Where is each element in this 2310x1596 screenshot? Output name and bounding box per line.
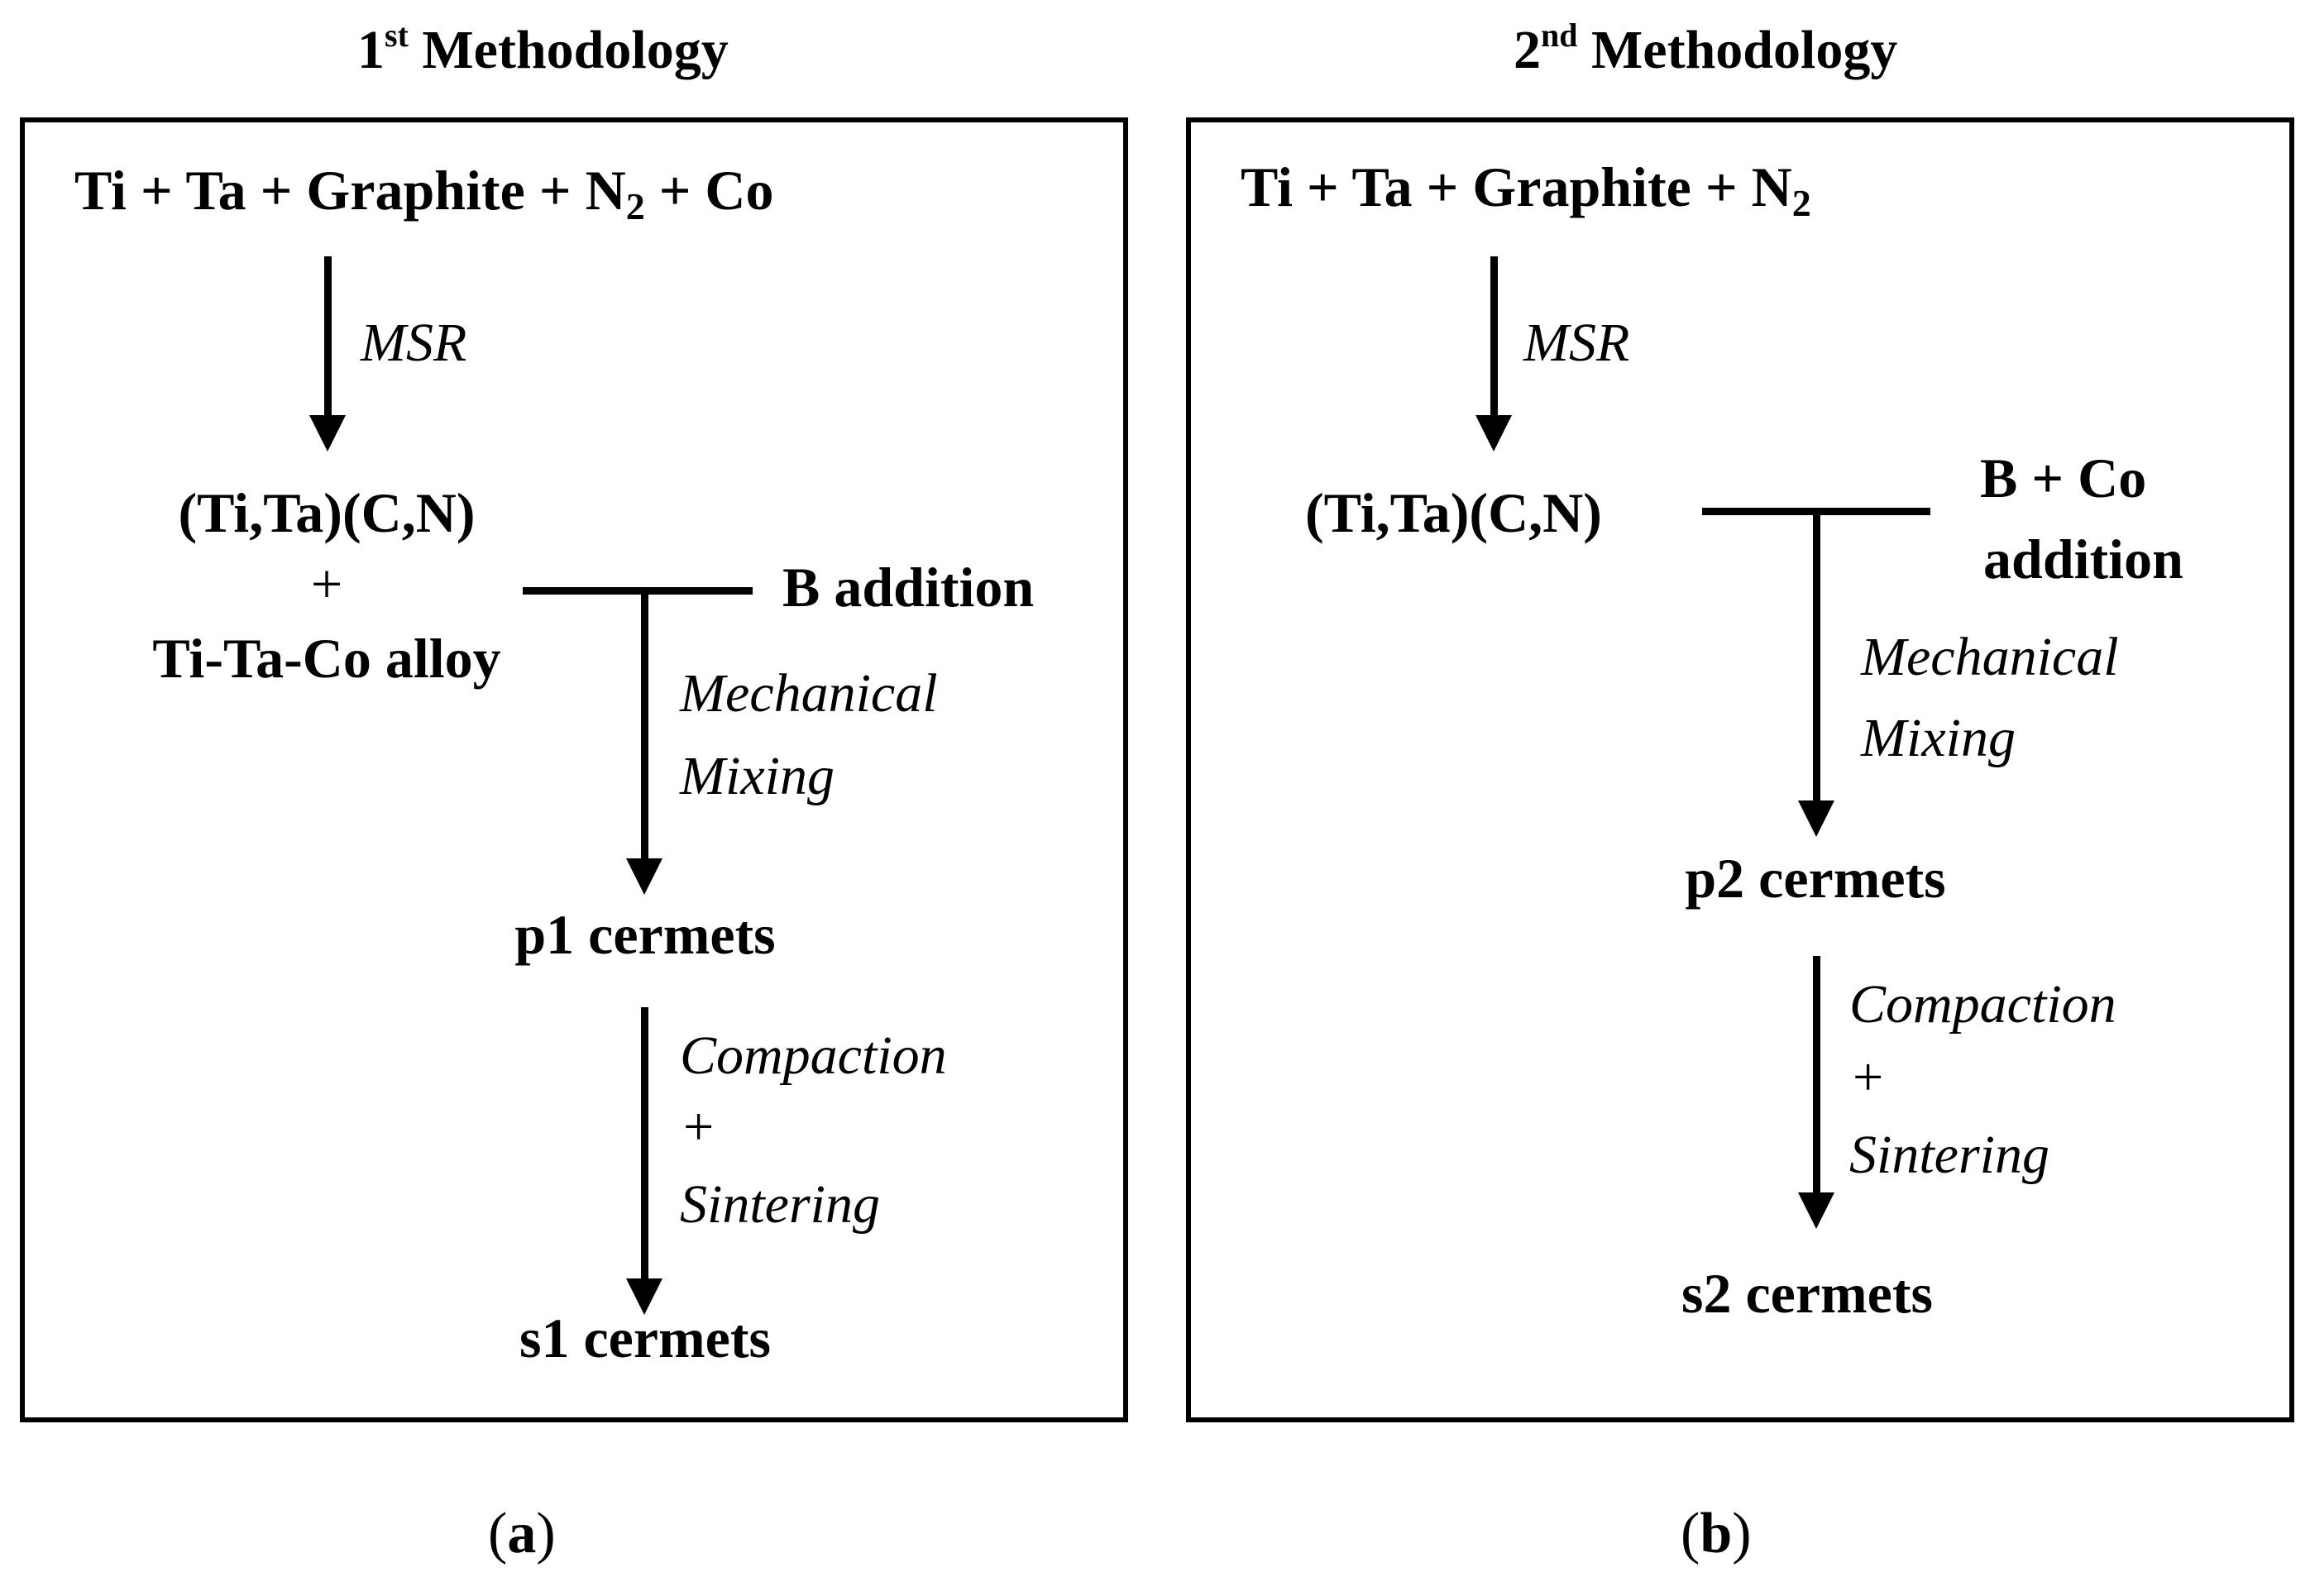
panel-b-sinter-label-line2: Sintering [1849,1125,2049,1185]
panel-a-powder-product: p1 cermets [514,903,776,966]
panel-a-intermediate-line1: (Ti,Ta)(C,N) [178,481,476,544]
panel-a-caption: (a) [488,1505,556,1563]
panel-b-msr-label: MSR [1523,313,1630,373]
panel-b-sinter-label-plus: + [1853,1047,1884,1107]
panel-b-heading-text: Methodology [1577,20,1898,80]
panel-b-sinter-label-line1: Compaction [1849,974,2116,1035]
panel-b-reactants-subscript: 2 [1791,182,1811,224]
panel-a-sinter-arrowhead [626,1278,662,1315]
panel-b-addition-line2: addition [1983,528,2183,590]
panel-a-heading-number: 1 [357,20,385,80]
panel-b-caption-close: ) [1732,1502,1752,1565]
panel-a-reactants-subscript: 2 [625,185,645,227]
panel-b-mixing-label-line2: Mixing [1861,708,2016,768]
panel-a-caption-open: ( [488,1502,508,1565]
panel-b-reactants-text: Ti + Ta + Graphite + N [1241,155,1792,218]
panel-b-mixing-arrowhead [1798,800,1834,837]
panel-b-heading: 2nd Methodology [1514,19,1898,80]
panel-b-msr-arrow-shaft [1490,256,1498,420]
panel-b-final-product: s2 cermets [1681,1262,1933,1325]
panel-b-caption: (b) [1681,1505,1752,1563]
panel-b-msr-arrowhead [1475,415,1512,452]
panel-b-sinter-arrow-shaft [1813,956,1820,1197]
panel-a-sinter-arrow-shaft [641,1007,648,1283]
panel-a-heading-superscript: st [385,17,409,54]
panel-b-sinter-arrowhead [1798,1192,1834,1229]
panel-b-caption-open: ( [1681,1502,1700,1565]
panel-b-heading-superscript: nd [1541,17,1578,54]
panel-a-junction-bar [523,587,753,595]
panel-a-addition-label: B addition [782,556,1035,619]
panel-a-heading-text: Methodology [408,20,729,80]
panel-b-caption-letter: b [1700,1502,1733,1565]
panel-b-addition-line1: B + Co [1980,447,2147,509]
panel-a-caption-letter: a [507,1502,537,1565]
panel-a-intermediate-line2: Ti-Ta-Co alloy [152,627,501,690]
panel-a-sinter-label-line2: Sintering [680,1174,880,1235]
panel-a-mixing-label-line1: Mechanical [680,663,938,724]
panel-b-heading-number: 2 [1514,20,1541,80]
panel-b-powder-product: p2 cermets [1685,847,1946,910]
panel-a-mixing-arrowhead [626,858,662,895]
panel-a-mixing-label-line2: Mixing [680,746,835,806]
panel-b-reactants: Ti + Ta + Graphite + N2 [1241,159,1811,222]
panel-a-sinter-label-plus: + [683,1097,715,1157]
panel-a-msr-arrowhead [309,415,346,452]
panel-b-mixing-arrow-shaft [1813,511,1820,805]
panel-a-intermediate-plus: + [310,552,343,615]
panel-a-mixing-arrow-shaft [641,590,648,863]
panel-a-sinter-label-line1: Compaction [680,1025,947,1086]
panel-b-intermediate: (Ti,Ta)(C,N) [1305,481,1602,544]
panel-a-caption-close: ) [536,1502,556,1565]
panel-b-mixing-label-line1: Mechanical [1861,627,2119,687]
panel-a-reactants: Ti + Ta + Graphite + N2 + Co [74,162,774,226]
panel-a-reactants-text: Ti + Ta + Graphite + N [74,159,626,222]
panel-b-box [1186,117,2294,1422]
panel-a-final-product: s1 cermets [519,1307,771,1369]
panel-a-box [20,117,1128,1422]
panel-a-msr-label: MSR [361,313,467,373]
panel-a-msr-arrow-shaft [324,256,332,420]
panel-a-heading: 1st Methodology [357,19,729,80]
panel-a-reactants-tail: + Co [644,159,774,222]
